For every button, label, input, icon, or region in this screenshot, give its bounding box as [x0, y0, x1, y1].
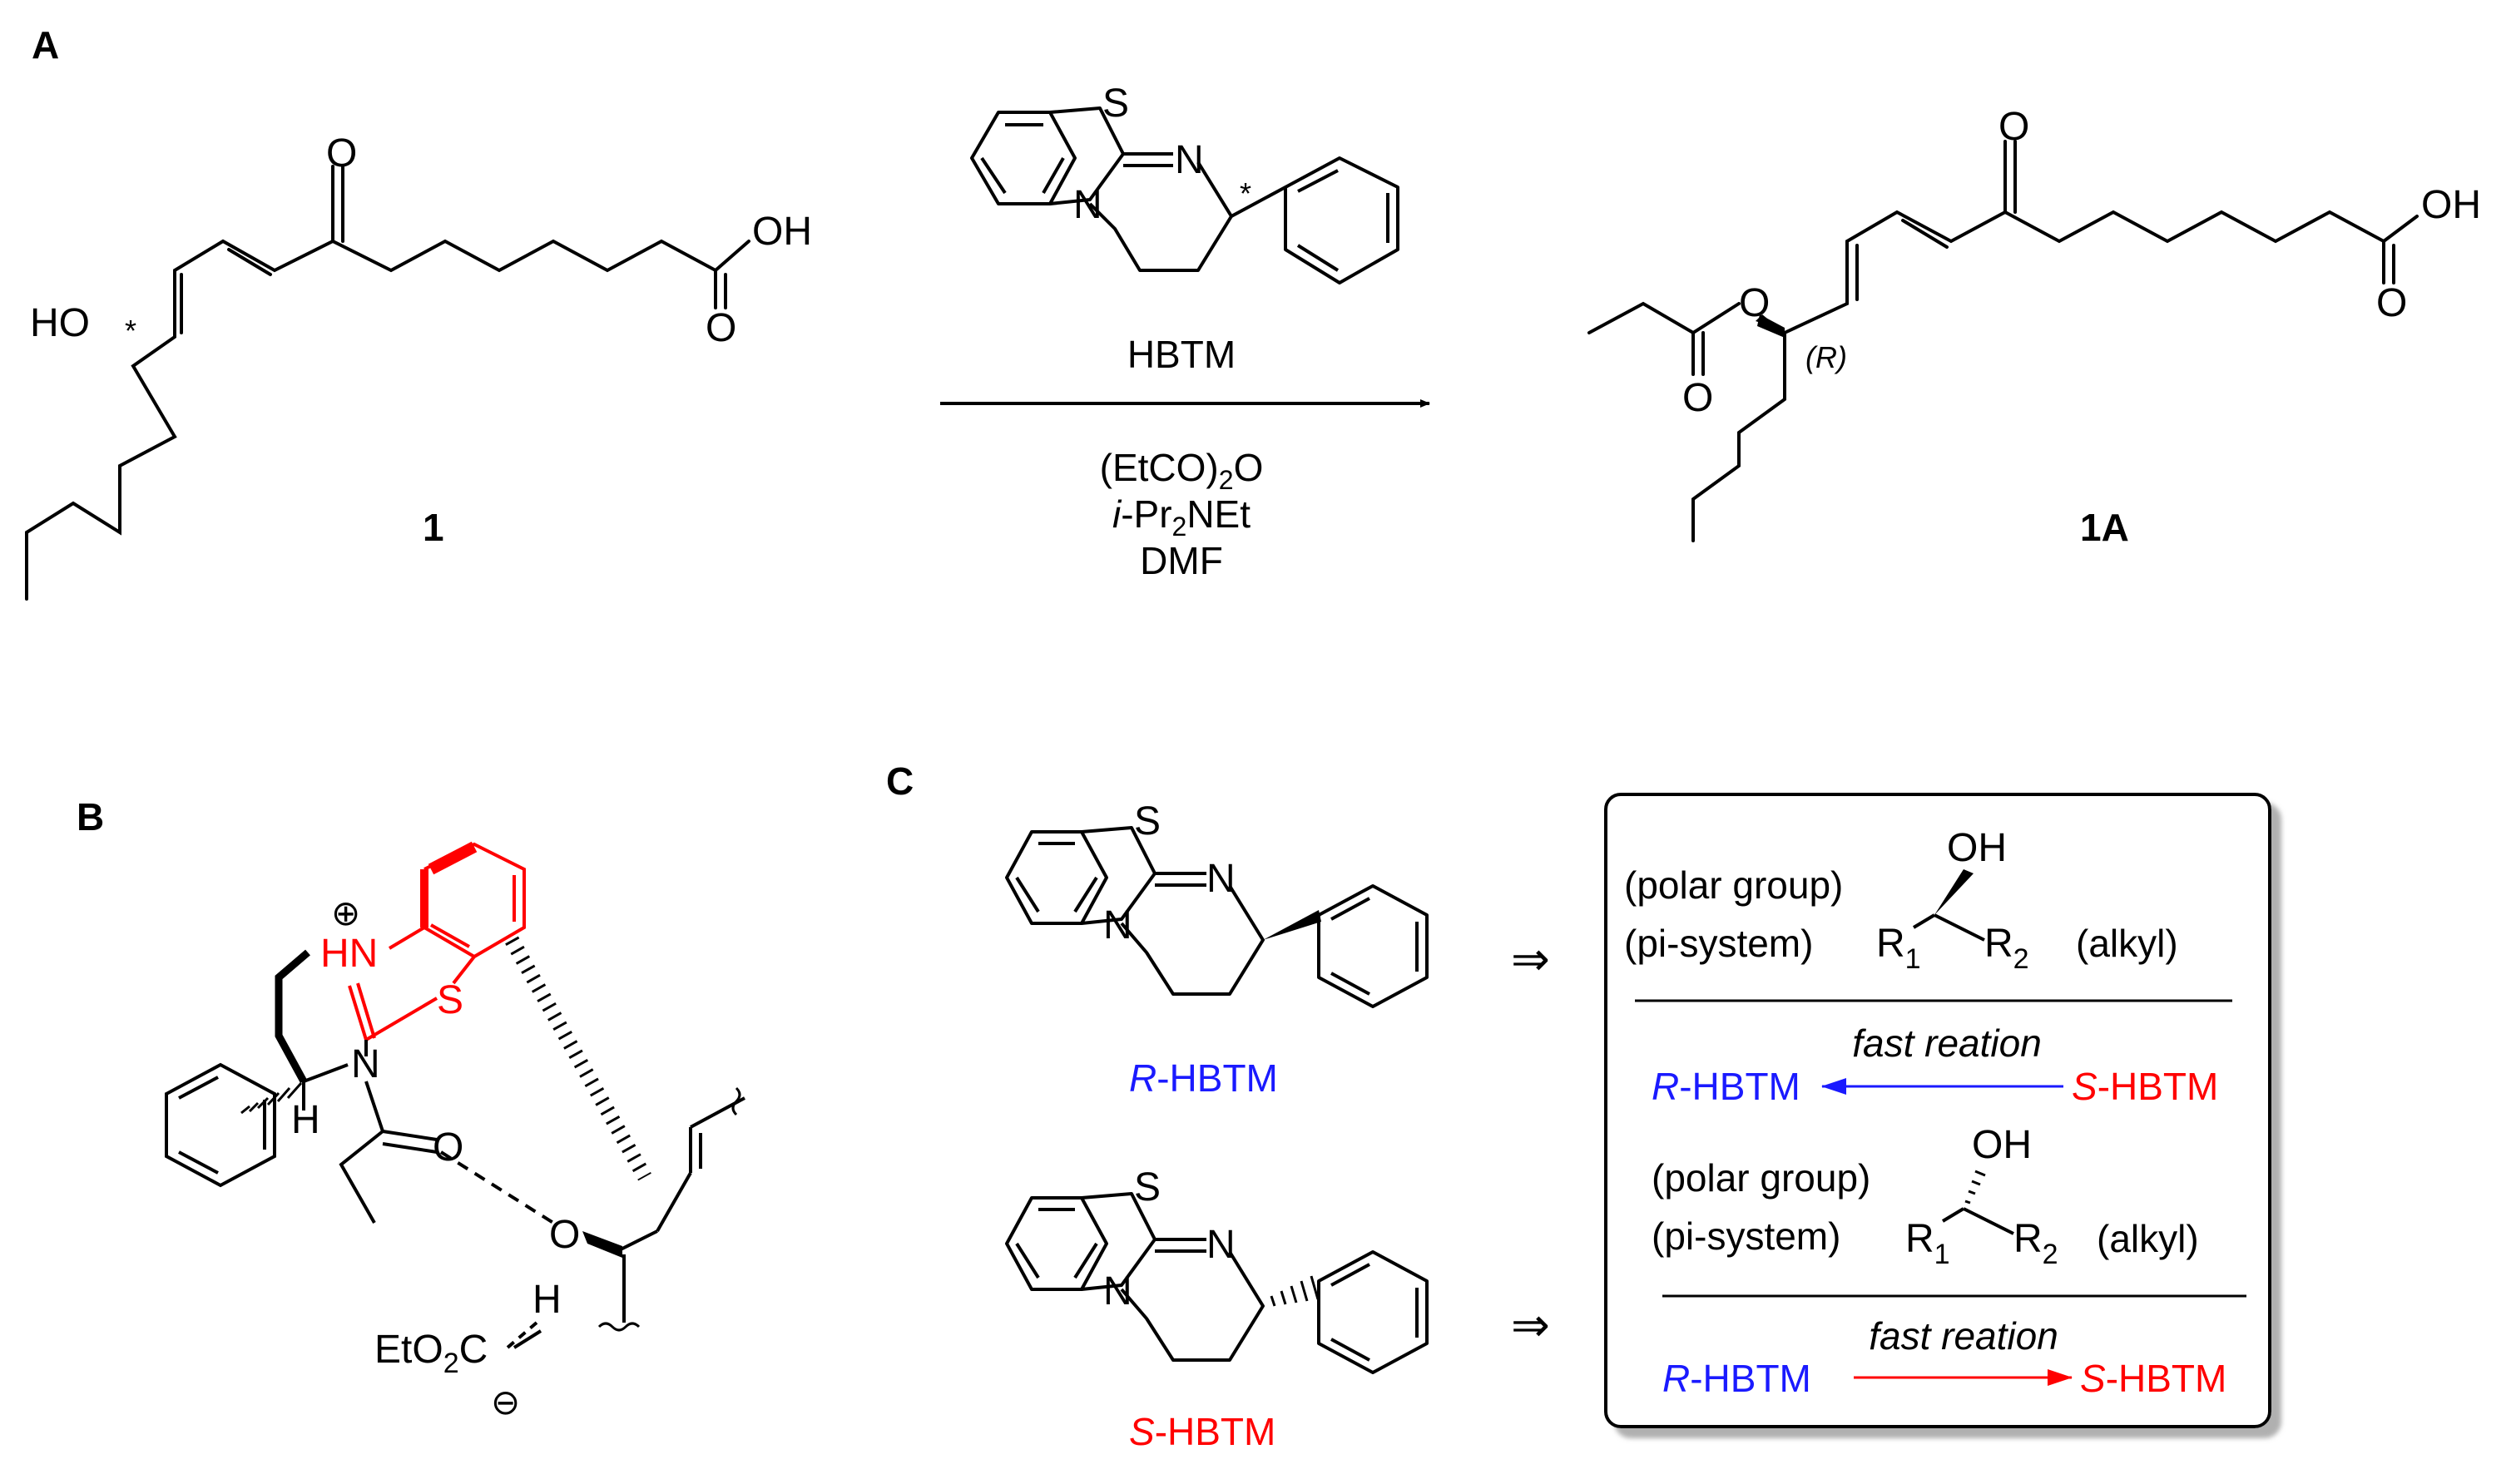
box2-r-hbtm: R-HBTM	[1662, 1357, 1811, 1400]
hbtm-n-imine: N	[1175, 138, 1204, 182]
product-1a-label: 1A	[2080, 506, 2129, 549]
hbtm-stereo-star: *	[1240, 176, 1251, 210]
r-hbtm-implies-arrow: ⇒	[1511, 932, 1550, 985]
compound-1-structure	[25, 165, 750, 601]
box1-r-hbtm: R-HBTM	[1652, 1065, 1800, 1108]
compound-1-stereo-star: *	[125, 314, 136, 348]
box1-alkyl: (alkyl)	[2076, 922, 2178, 965]
box2-fast-reaction: fast reation	[1869, 1314, 2058, 1358]
condition-anhydride: (EtCO)2O	[1100, 446, 1264, 495]
box1-oh: OH	[1947, 826, 2007, 870]
panel-label-c: C	[886, 759, 914, 803]
s-hbtm-n-imine: N	[1206, 1223, 1236, 1267]
r-hbtm-wedge	[1263, 910, 1321, 940]
s-hbtm-s: S	[1134, 1165, 1161, 1209]
ts-hashed-bonds	[240, 1082, 303, 1115]
box1-alcohol-bonds	[1912, 913, 1985, 942]
ts-alcohol-o: O	[549, 1213, 580, 1257]
compound-1-acid-oh: OH	[752, 210, 812, 254]
condition-base: i-Pr2NEt	[1112, 492, 1251, 542]
product-wedge-bond-2	[1757, 314, 1785, 338]
product-1a-structure	[1587, 140, 2419, 542]
ts-minus-charge: ⊖	[491, 1383, 520, 1422]
box2-hashed-bond	[1964, 1170, 1986, 1205]
product-config-r: (R)	[1805, 340, 1847, 374]
box2-alkyl: (alkyl)	[2097, 1217, 2199, 1260]
box1-s-hbtm: S-HBTM	[2072, 1065, 2218, 1108]
compound-1-ho: HO	[30, 301, 90, 345]
ts-carbonyl-o: O	[433, 1125, 463, 1170]
transition-state-benzothiazolium	[348, 841, 526, 1041]
box1-r2: R2	[1984, 922, 2029, 975]
product-acid-o: O	[2376, 281, 2407, 325]
ts-s-atom: S	[437, 978, 463, 1022]
hbtm-n-ring: N	[1073, 183, 1102, 227]
s-hbtm-n-ring: N	[1103, 1269, 1132, 1313]
r-hbtm-structure	[1005, 826, 1429, 1008]
r-hbtm-s: S	[1134, 799, 1161, 843]
panel-label-b: B	[77, 795, 104, 838]
ts-wedge-bond	[582, 1231, 622, 1258]
ts-wavy-bond-bottom	[597, 1322, 641, 1332]
product-carbonyl-o: O	[1682, 376, 1713, 420]
hbtm-reagent-structure	[970, 106, 1399, 284]
box1-wedge	[1934, 869, 1974, 915]
compound-1-label: 1	[423, 506, 444, 549]
ts-stereo-h: H	[291, 1098, 320, 1142]
box2-r1: R1	[1905, 1217, 1950, 1270]
transition-state-acyl-complex	[165, 949, 745, 1349]
box1-fast-reaction: fast reation	[1852, 1021, 2042, 1065]
box1-r1: R1	[1876, 922, 1921, 975]
s-hbtm-label: S-HBTM	[1129, 1410, 1275, 1453]
r-hbtm-n-imine: N	[1206, 857, 1236, 901]
box2-r2: R2	[2013, 1217, 2058, 1270]
box2-s-hbtm: S-HBTM	[2080, 1357, 2226, 1400]
ts-plus-charge: ⊕	[331, 893, 360, 932]
ts-hbond-carboxylate	[506, 1321, 538, 1349]
product-acid-oh: OH	[2421, 183, 2481, 227]
r-hbtm-n-ring: N	[1103, 903, 1132, 947]
box2-polar-group: (polar group)	[1652, 1156, 1870, 1200]
s-hbtm-implies-arrow: ⇒	[1511, 1298, 1550, 1351]
hbtm-name: HBTM	[1127, 333, 1236, 376]
box1-polar-group: (polar group)	[1624, 863, 1843, 907]
ts-pi-stacking-hash	[505, 936, 651, 1181]
ts-wavy-bond-top	[731, 1086, 741, 1116]
s-hbtm-structure	[1005, 1192, 1429, 1374]
product-ester-o: O	[1739, 281, 1770, 325]
compound-1-ketone-o: O	[326, 131, 357, 176]
ts-n-atom: N	[351, 1042, 380, 1086]
ts-eto2c: EtO2C	[374, 1328, 488, 1379]
box1-pi-system: (pi-system)	[1624, 922, 1813, 965]
ts-hn-atom: HN	[320, 932, 378, 976]
ts-hbond-carbonyl	[439, 1150, 555, 1224]
box2-alcohol-bonds	[1941, 1207, 2014, 1235]
ts-alcohol-h: H	[532, 1278, 562, 1322]
compound-1-acid-o: O	[706, 306, 736, 350]
box2-oh: OH	[1972, 1123, 2032, 1167]
selectivity-box	[1604, 793, 2271, 1428]
s-hbtm-hashed-bond	[1270, 1275, 1320, 1307]
box2-pi-system: (pi-system)	[1652, 1214, 1840, 1258]
r-hbtm-label: R-HBTM	[1129, 1056, 1278, 1100]
hbtm-s-atom: S	[1102, 82, 1129, 126]
condition-solvent: DMF	[1140, 539, 1223, 582]
panel-label-a: A	[32, 23, 59, 67]
product-ketone-o: O	[1998, 105, 2029, 149]
